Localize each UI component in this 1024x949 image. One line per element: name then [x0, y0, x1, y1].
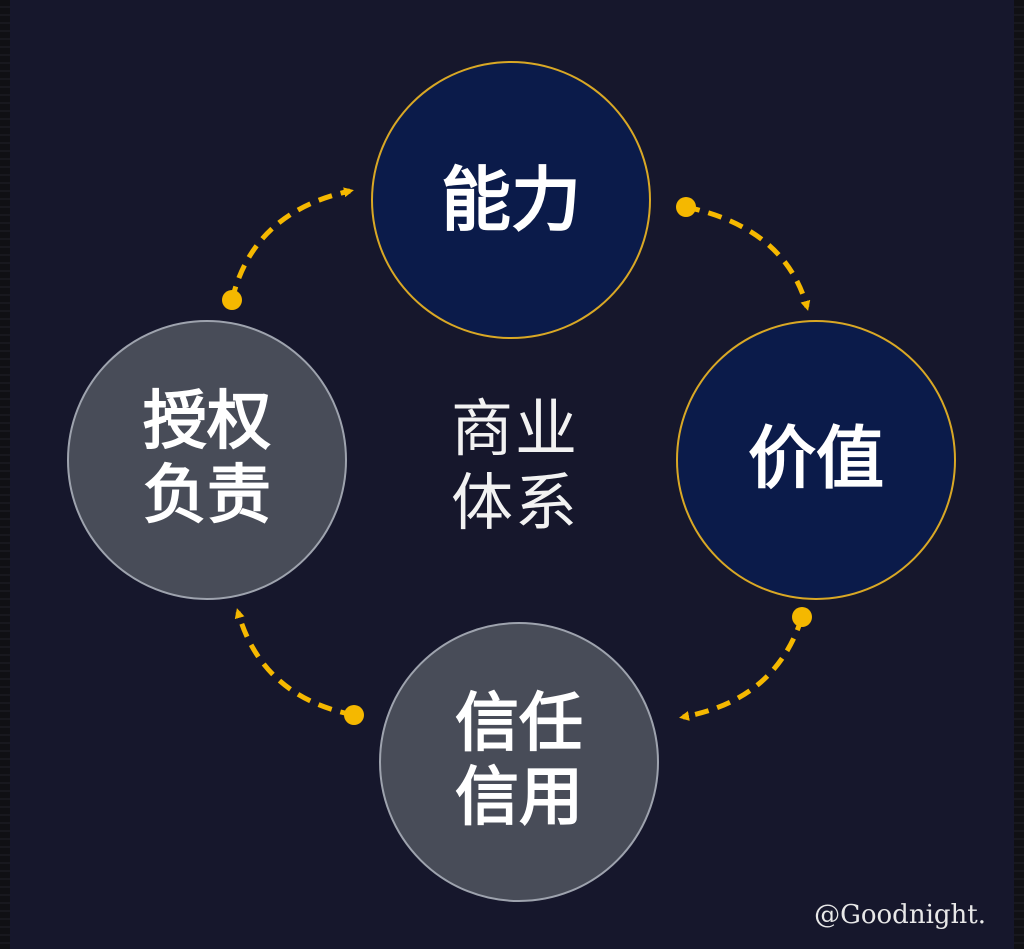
node-ability: 能力 — [371, 61, 651, 339]
right-edge-texture — [1014, 0, 1024, 949]
arrow-bottom-to-left-start-dot — [344, 705, 364, 725]
arrow-left-to-top — [229, 187, 354, 301]
arrow-right-to-bottom — [679, 616, 805, 721]
node-authorization-label-line2: 负责 — [143, 459, 271, 533]
node-value: 价值 — [676, 320, 956, 600]
node-ability-label: 能力 — [441, 158, 581, 241]
arrow-left-to-top-start-dot — [222, 290, 242, 310]
node-trust-label-line1: 信任 — [455, 687, 583, 762]
node-value-label: 价值 — [747, 419, 884, 499]
arrow-top-to-right-start-dot — [676, 197, 696, 217]
node-trust: 信任 信用 — [379, 622, 659, 902]
arrow-right-to-bottom-start-dot — [792, 607, 812, 627]
arrow-top-to-right — [685, 204, 811, 311]
watermark: @Goodnight. — [814, 900, 986, 930]
node-authorization-label-line1: 授权 — [143, 385, 271, 460]
arrow-bottom-to-left — [234, 608, 355, 718]
node-trust-label-line2: 信用 — [455, 761, 583, 835]
left-edge-texture — [0, 0, 10, 949]
center-title-line1: 商业 — [450, 392, 579, 465]
node-authorization: 授权 负责 — [67, 320, 347, 600]
center-title-line2: 体系 — [450, 466, 579, 540]
center-title: 商业 体系 — [410, 392, 620, 541]
